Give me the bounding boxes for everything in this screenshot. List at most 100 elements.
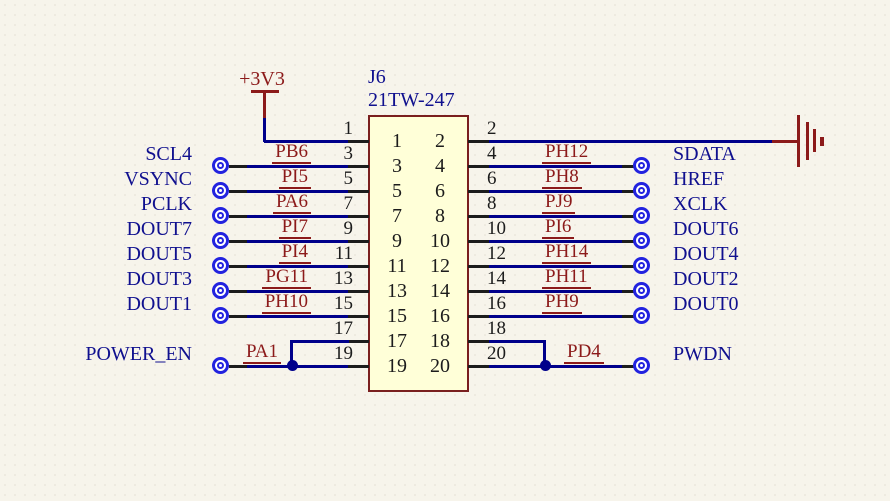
wire-horizontal[interactable] (489, 140, 773, 143)
port-connector-icon[interactable] (633, 257, 650, 274)
port-lead (622, 190, 635, 193)
port-connector-icon[interactable] (633, 182, 650, 199)
port-inner-ring (217, 262, 224, 269)
port-label[interactable]: PCLK (140, 193, 192, 215)
port-lead (229, 265, 248, 268)
port-label[interactable]: DOUT4 (673, 243, 739, 265)
port-connector-icon[interactable] (212, 232, 229, 249)
net-label[interactable]: PA6 (272, 192, 311, 214)
port-label[interactable]: DOUT0 (673, 293, 739, 315)
pin-number-outside: 2 (487, 118, 497, 139)
port-label[interactable]: DOUT7 (126, 218, 192, 240)
port-label[interactable]: DOUT6 (673, 218, 739, 240)
wire-horizontal[interactable] (489, 190, 623, 193)
pin-stub (348, 240, 369, 243)
wire-horizontal[interactable] (291, 340, 349, 343)
port-label[interactable]: DOUT1 (126, 293, 192, 315)
wire-vertical[interactable] (263, 118, 266, 142)
wire-horizontal[interactable] (247, 165, 348, 168)
wire-horizontal[interactable] (247, 365, 348, 368)
net-label[interactable]: PD4 (564, 342, 604, 364)
component-designator[interactable]: J6 (368, 66, 386, 88)
pin-stub (468, 290, 489, 293)
wire-horizontal[interactable] (247, 215, 348, 218)
pin-stub (468, 165, 489, 168)
port-label[interactable]: HREF (673, 168, 725, 190)
pin-number-inside: 13 (387, 280, 407, 302)
port-connector-icon[interactable] (212, 207, 229, 224)
net-label[interactable]: PI7 (278, 217, 311, 239)
pin-number-outside: 5 (343, 168, 354, 189)
pin-number-inside: 14 (430, 280, 450, 302)
port-connector-icon[interactable] (633, 307, 650, 324)
net-label[interactable]: PH12 (542, 142, 592, 164)
port-connector-icon[interactable] (633, 207, 650, 224)
port-connector-icon[interactable] (633, 282, 650, 299)
net-label[interactable]: PI6 (542, 217, 575, 239)
port-label[interactable]: SDATA (673, 143, 736, 165)
port-connector-icon[interactable] (212, 282, 229, 299)
pin-number-outside: 11 (334, 243, 353, 264)
wire-vertical[interactable] (543, 340, 546, 368)
net-label[interactable]: PB6 (272, 142, 311, 164)
ground-bar (806, 122, 809, 160)
net-label[interactable]: PH11 (542, 267, 591, 289)
wire-vertical[interactable] (290, 340, 293, 368)
pin-number-outside: 3 (343, 143, 354, 164)
wire-horizontal[interactable] (247, 290, 348, 293)
port-connector-icon[interactable] (633, 157, 650, 174)
wire-horizontal[interactable] (247, 265, 348, 268)
wire-horizontal[interactable] (489, 340, 546, 343)
wire-horizontal[interactable] (489, 290, 623, 293)
net-label[interactable]: PI4 (278, 242, 311, 264)
pin-number-inside: 6 (435, 180, 445, 202)
pin-number-outside: 6 (487, 168, 497, 189)
ground-icon[interactable] (797, 115, 800, 167)
port-connector-icon[interactable] (212, 257, 229, 274)
port-label[interactable]: SCL4 (145, 143, 192, 165)
net-label[interactable]: PH8 (542, 167, 582, 189)
pin-number-inside: 5 (392, 180, 402, 202)
wire-horizontal[interactable] (247, 315, 348, 318)
pin-stub (468, 315, 489, 318)
wire-horizontal[interactable] (489, 265, 623, 268)
port-connector-icon[interactable] (212, 307, 229, 324)
net-label[interactable]: PH10 (261, 292, 311, 314)
port-label[interactable]: PWDN (673, 343, 732, 365)
net-label[interactable]: PG11 (262, 267, 311, 289)
port-label[interactable]: XCLK (673, 193, 728, 215)
wire-horizontal[interactable] (489, 240, 623, 243)
port-inner-ring (638, 312, 645, 319)
port-connector-icon[interactable] (633, 357, 650, 374)
port-connector-icon[interactable] (633, 232, 650, 249)
port-label[interactable]: DOUT2 (673, 268, 739, 290)
port-connector-icon[interactable] (212, 182, 229, 199)
net-label[interactable]: PH9 (542, 292, 582, 314)
pin-stub (468, 365, 489, 368)
net-label[interactable]: PA1 (242, 342, 281, 364)
power-bar-icon[interactable] (251, 90, 279, 93)
wire-horizontal[interactable] (489, 365, 623, 368)
port-label[interactable]: POWER_EN (85, 343, 192, 365)
wire-horizontal[interactable] (489, 215, 623, 218)
port-label[interactable]: DOUT3 (126, 268, 192, 290)
port-inner-ring (217, 312, 224, 319)
port-inner-ring (217, 212, 224, 219)
net-label[interactable]: PI5 (278, 167, 311, 189)
port-connector-icon[interactable] (212, 357, 229, 374)
port-label[interactable]: VSYNC (124, 168, 192, 190)
component-part-number[interactable]: 21TW-247 (368, 89, 455, 111)
wire-horizontal[interactable] (489, 315, 623, 318)
wire-horizontal[interactable] (489, 165, 623, 168)
ground-lead (772, 140, 798, 143)
wire-horizontal[interactable] (264, 140, 349, 143)
net-label[interactable]: PJ9 (542, 192, 576, 214)
port-connector-icon[interactable] (212, 157, 229, 174)
component-body[interactable] (368, 115, 469, 392)
power-port-label[interactable]: +3V3 (239, 68, 285, 90)
port-label[interactable]: DOUT5 (126, 243, 192, 265)
wire-horizontal[interactable] (247, 240, 348, 243)
net-label[interactable]: PH14 (542, 242, 592, 264)
wire-horizontal[interactable] (247, 190, 348, 193)
pin-number-outside: 12 (487, 243, 506, 264)
